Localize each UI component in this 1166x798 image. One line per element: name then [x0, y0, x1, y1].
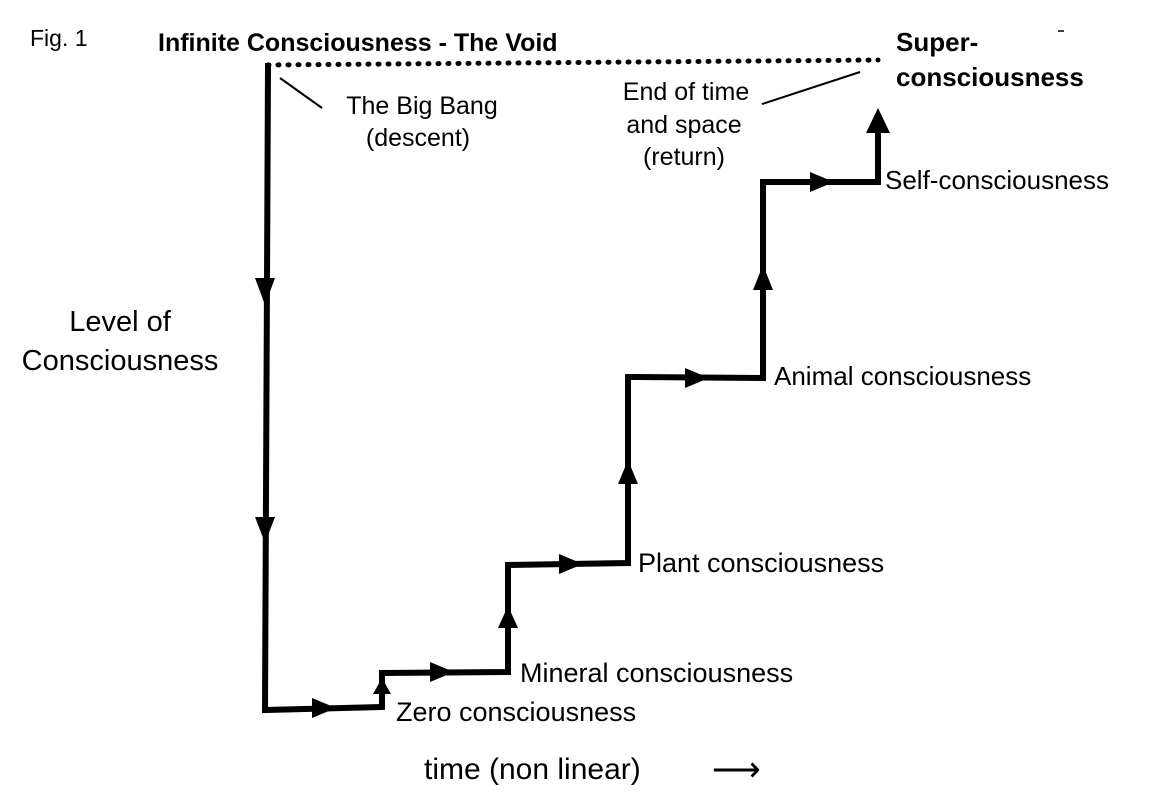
right-arrow-zero [312, 698, 336, 718]
plant-consciousness-label: Plant consciousness [638, 548, 884, 578]
right-arrow-plant [559, 554, 583, 574]
super-consciousness-line2: consciousness [896, 62, 1084, 92]
path-arrows [255, 108, 890, 718]
big-bang-leader-line [279, 77, 323, 109]
top-label: Infinite Consciousness - The Void [158, 29, 558, 57]
self-consciousness-label: Self-consciousness [885, 165, 1109, 195]
right-arrow-self [810, 172, 834, 192]
up-arrow-zero-step [373, 678, 391, 694]
right-arrow-animal [685, 368, 709, 388]
zero-consciousness-label: Zero consciousness [396, 697, 636, 727]
x-axis-label: time (non linear) [424, 753, 641, 786]
figure-label: Fig. 1 [30, 25, 88, 51]
up-arrow-mineral-step [498, 606, 518, 628]
x-axis-arrow-icon: ⟶ [712, 751, 761, 789]
void-dotted-line [265, 57, 881, 68]
down-arrow-upper [255, 278, 275, 305]
super-consciousness-line1: Super- [896, 27, 978, 57]
y-axis-label-line2: Consciousness [22, 345, 219, 377]
end-of-time-line3: (return) [643, 143, 725, 171]
end-of-time-line1: End of time [623, 78, 749, 106]
big-bang-line1: The Big Bang [346, 92, 498, 120]
y-axis-label-line1: Level of [69, 306, 172, 338]
animal-consciousness-label: Animal consciousness [774, 361, 1031, 391]
end-of-time-line2: and space [626, 111, 741, 139]
up-arrow-return [866, 108, 890, 133]
right-arrow-mineral [430, 662, 454, 682]
down-arrow-lower [255, 517, 275, 543]
mineral-consciousness-label: Mineral consciousness [520, 658, 793, 688]
up-arrow-animal-step [753, 265, 773, 290]
big-bang-line2: (descent) [366, 124, 470, 152]
end-of-time-leader-line [761, 71, 861, 105]
up-arrow-plant-step [618, 460, 638, 484]
